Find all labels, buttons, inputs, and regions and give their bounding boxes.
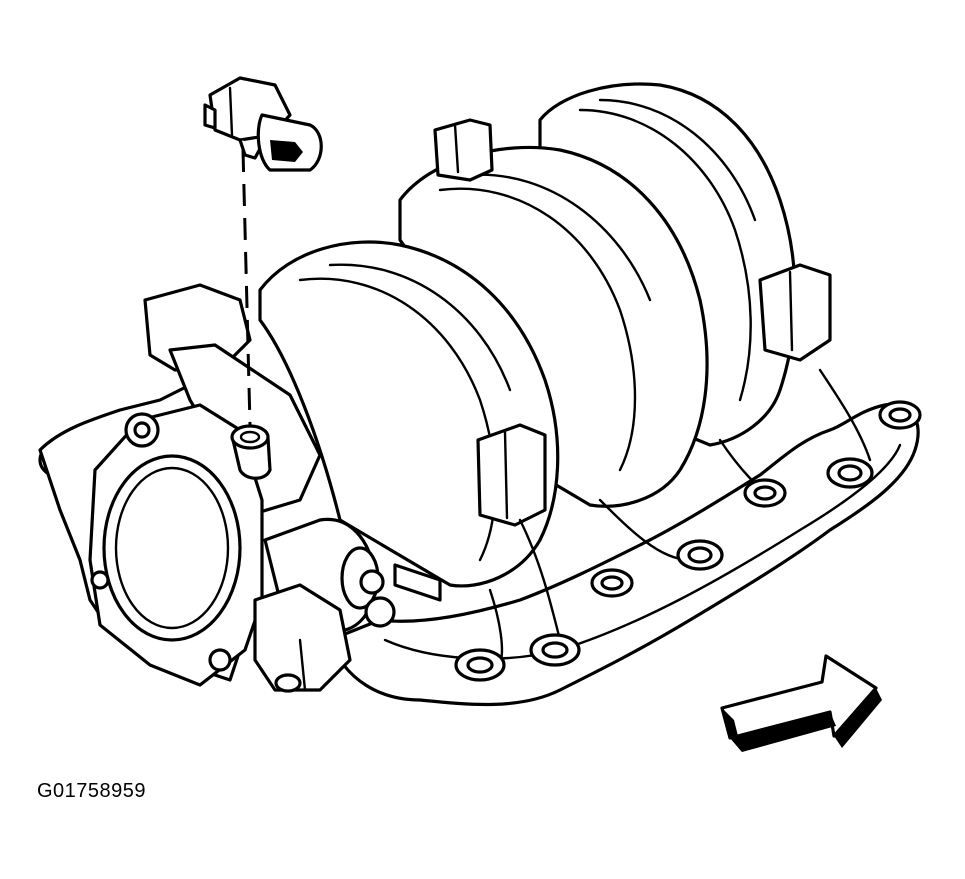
- sensor-port: [230, 424, 272, 480]
- top-brackets: [433, 118, 832, 527]
- direction-arrow-icon: [720, 654, 882, 752]
- install-path-line: [241, 149, 252, 426]
- throttle-body: [38, 283, 322, 687]
- throttle-actuator: [253, 517, 442, 693]
- figure-id-label: G01758959: [37, 780, 147, 802]
- map-sensor: [203, 76, 323, 172]
